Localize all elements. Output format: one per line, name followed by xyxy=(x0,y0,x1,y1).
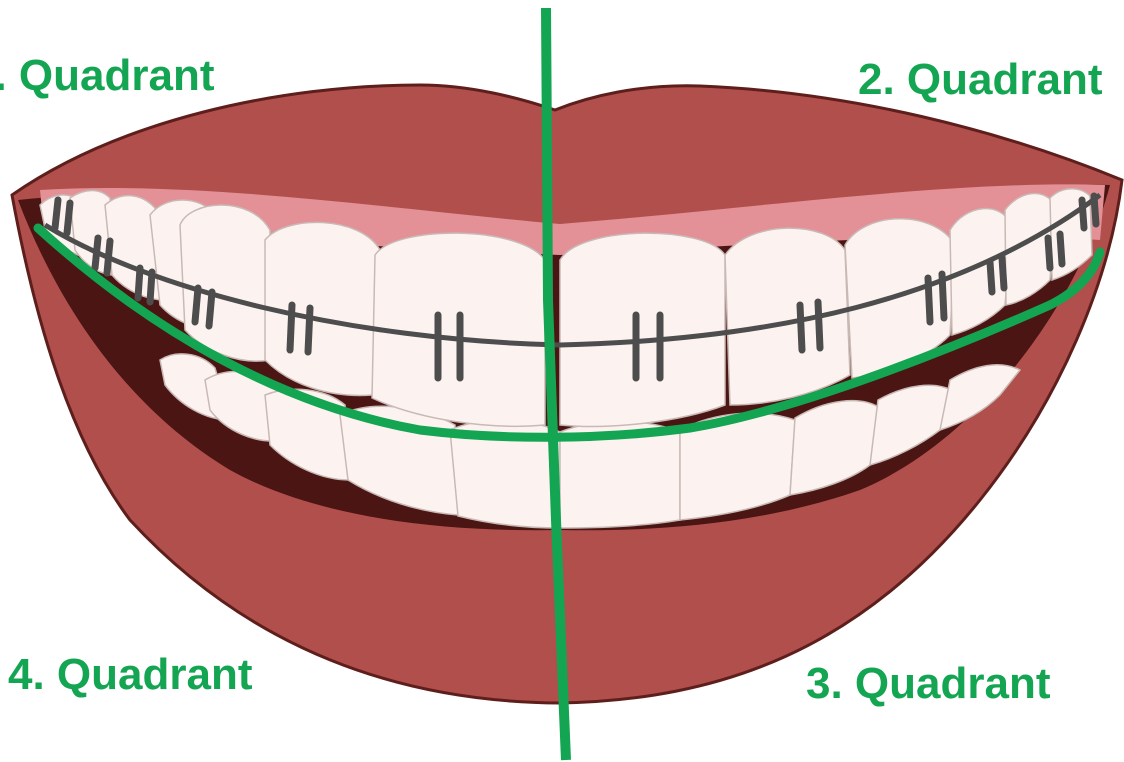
quadrant-1-label: 1. Quadrant xyxy=(0,54,215,98)
quadrant-2-label: 2. Quadrant xyxy=(858,58,1103,102)
quadrant-4-label: 4. Quadrant xyxy=(8,653,253,697)
quadrant-3-label: 3. Quadrant xyxy=(806,662,1051,706)
